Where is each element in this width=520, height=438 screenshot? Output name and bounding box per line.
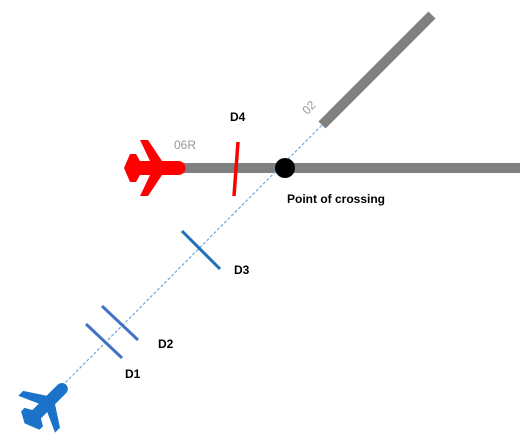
marker-d3 [180,229,222,271]
airplane-icon [18,382,68,433]
marker-d3-label: D3 [234,263,250,277]
waiting-aircraft-shape [124,140,186,196]
crossing-point-label: Point of crossing [287,192,386,206]
runway-06r-label: 06R [174,138,197,152]
marker-d4 [232,141,240,197]
marker-d2 [100,304,140,342]
runway-02 [318,11,436,129]
airplane-icon [124,140,186,196]
marker-d1 [84,322,124,360]
arriving-aircraft-shape [18,382,68,433]
marker-d1-label: D1 [125,367,141,381]
marker-d4-label: D4 [230,110,246,124]
crossing-point-dot [275,158,295,178]
marker-d2-label: D2 [158,337,174,351]
